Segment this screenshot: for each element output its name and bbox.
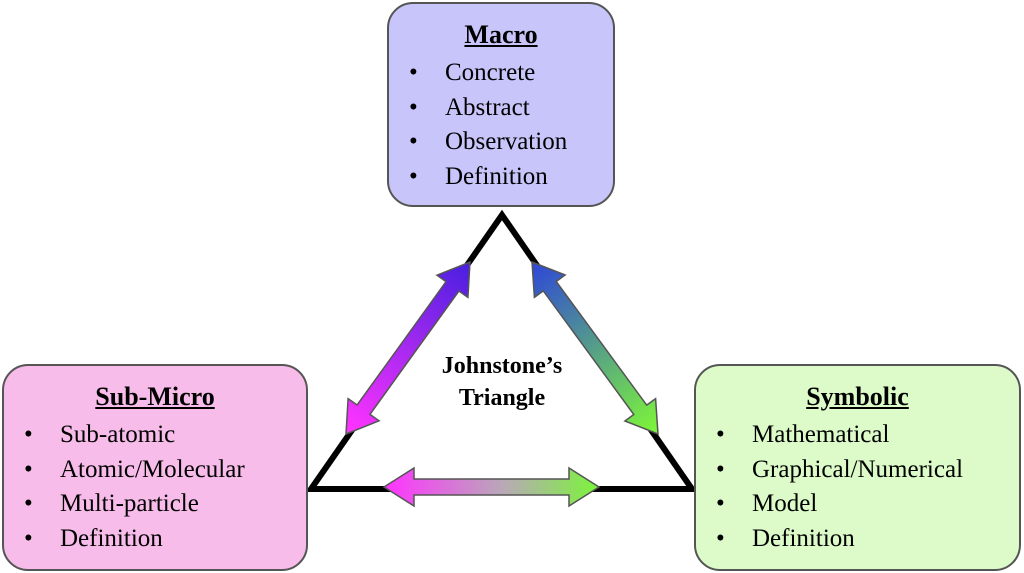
symbolic-list: • Mathematical • Graphical/Numerical • Mode…: [696, 418, 1019, 556]
list-item: • Atomic/Molecular: [4, 453, 306, 488]
list-item: • Definition: [696, 522, 1019, 557]
list-item-text: Atomic/Molecular: [60, 455, 245, 483]
bullet: •: [24, 455, 33, 483]
list-item: • Observation: [389, 125, 613, 160]
submicro-title: Sub-Micro: [95, 382, 215, 411]
double-arrow-macro-symbolic: [531, 260, 659, 436]
bullet: •: [409, 93, 418, 121]
submicro-list: • Sub-atomic • Atomic/Molecular • Multi-par…: [4, 418, 306, 556]
double-arrow-submicro-symbolic: [382, 466, 601, 508]
bullet: •: [24, 490, 33, 517]
list-item: • Model: [696, 487, 1019, 522]
symbolic-box: Symbolic • Mathematical • Graphical/Numeri…: [694, 364, 1021, 571]
list-item: • Sub-atomic: [4, 418, 306, 453]
macro-list: • Concrete • Abstract • Observation • Defini…: [389, 56, 613, 194]
list-item-text: Mathematical: [752, 421, 890, 448]
list-item-text: Multi-particle: [60, 490, 199, 517]
bullet: •: [716, 490, 725, 517]
bullet: •: [24, 421, 33, 448]
center-label-line2: Triangle: [458, 385, 546, 411]
list-item: • Mathematical: [696, 418, 1019, 453]
list-item-text: Abstract: [445, 93, 530, 121]
double-arrow-macro-submicro: [345, 260, 471, 436]
list-item: • Abstract: [389, 91, 613, 126]
macro-box: Macro • Concrete • Abstract • Observation •…: [387, 2, 615, 207]
list-item-text: Model: [752, 490, 818, 517]
list-item-text: Definition: [752, 524, 855, 552]
center-label-line1: Johnstone’s: [441, 353, 563, 379]
list-item: • Graphical/Numerical: [696, 453, 1019, 488]
list-item: • Concrete: [389, 56, 613, 91]
bullet: •: [409, 128, 418, 155]
symbolic-title: Symbolic: [806, 382, 909, 411]
list-item: • Multi-particle: [4, 487, 306, 522]
list-item-text: Sub-atomic: [60, 421, 176, 448]
list-item: • Definition: [4, 522, 306, 557]
submicro-box: Sub-Micro • Sub-atomic • Atomic/Molecular …: [2, 364, 308, 571]
diagram-center-label: Johnstone’s Triangle: [412, 350, 592, 414]
list-item-text: Observation: [445, 128, 568, 155]
list-item-text: Definition: [60, 524, 163, 552]
bullet: •: [716, 524, 725, 552]
list-item-text: Definition: [445, 162, 548, 190]
list-item: • Definition: [389, 160, 613, 195]
bullet: •: [716, 421, 725, 448]
list-item-text: Graphical/Numerical: [752, 455, 964, 483]
macro-title: Macro: [464, 20, 538, 49]
bullet: •: [716, 455, 725, 483]
list-item-text: Concrete: [445, 59, 536, 86]
bullet: •: [409, 162, 418, 190]
bullet: •: [409, 59, 418, 86]
bullet: •: [24, 524, 33, 552]
